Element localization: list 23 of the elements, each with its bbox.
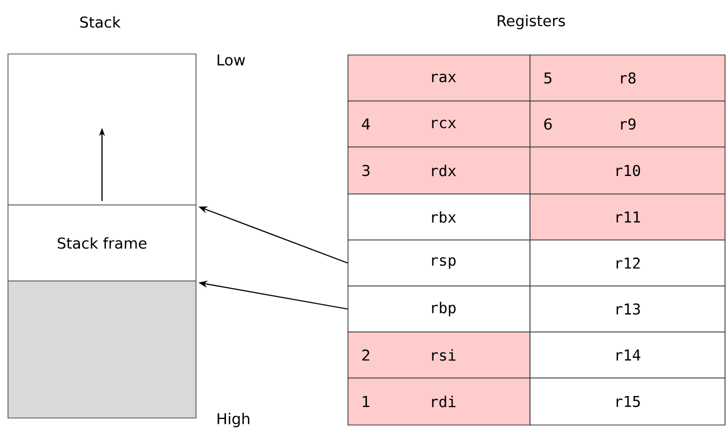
register-cell: r10 bbox=[530, 146, 726, 194]
axis-label: High bbox=[218, 412, 250, 428]
register-cell: 4 rcx bbox=[348, 100, 530, 148]
axis-label: Low bbox=[218, 54, 246, 66]
register-cell: 2 rsi bbox=[348, 332, 530, 378]
register-cell: 6 r9 bbox=[530, 100, 726, 148]
register-cell: rax bbox=[348, 54, 530, 102]
column-heading: Registers bbox=[498, 14, 565, 30]
stack-region bbox=[8, 54, 196, 206]
register-cell: r15 bbox=[530, 378, 726, 426]
stack-frame-box: Stack frame bbox=[8, 204, 196, 282]
register-cell: r12 bbox=[530, 240, 726, 286]
register-cell: rbp bbox=[348, 286, 530, 332]
register-cell: rsp bbox=[348, 240, 530, 286]
register-cell: r13 bbox=[530, 286, 726, 332]
column-heading: Stack bbox=[80, 16, 121, 28]
register-cell: 1 rdi bbox=[348, 378, 530, 426]
register-cell: r11 bbox=[530, 194, 726, 240]
register-cell: rbx bbox=[348, 194, 530, 240]
stack-region bbox=[8, 280, 196, 418]
register-cell: 5 r8 bbox=[530, 54, 726, 102]
register-cell: 3 rdx bbox=[348, 146, 530, 194]
register-cell: r14 bbox=[530, 332, 726, 378]
